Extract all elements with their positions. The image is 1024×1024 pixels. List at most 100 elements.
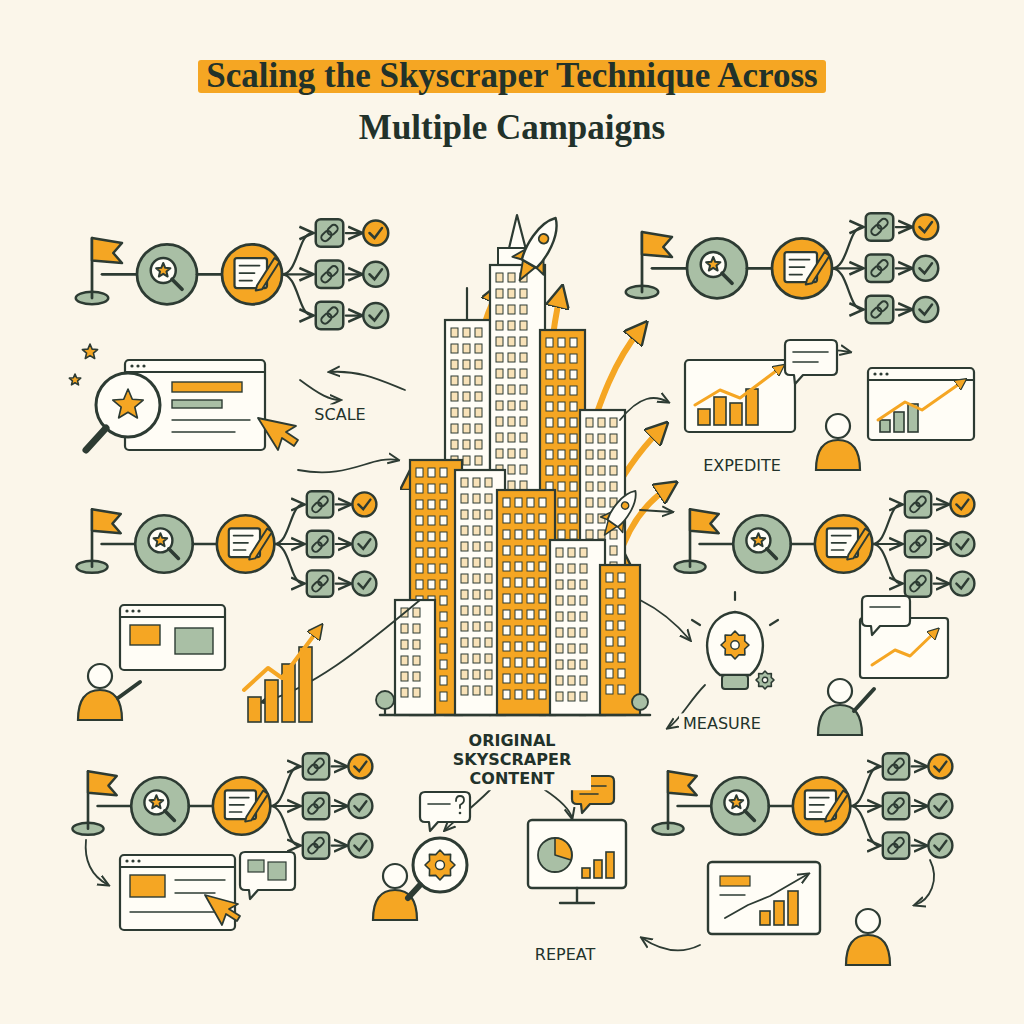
link-box	[905, 570, 931, 596]
check-mark	[934, 801, 946, 811]
chart-bar	[299, 647, 312, 722]
window	[416, 516, 423, 525]
document-line	[240, 265, 260, 267]
link-loop	[317, 495, 330, 508]
browser-frame	[120, 605, 225, 670]
window	[416, 532, 423, 541]
pencil-icon	[806, 252, 830, 285]
window	[428, 484, 435, 493]
window	[440, 692, 447, 701]
link-box	[303, 753, 329, 779]
window	[485, 606, 492, 615]
link-icon	[870, 217, 889, 236]
window	[461, 542, 468, 551]
window	[558, 370, 565, 379]
flow-arrow	[640, 600, 690, 640]
branch-line	[332, 845, 346, 847]
window	[503, 642, 510, 651]
link-icon	[887, 836, 906, 855]
document-line	[790, 259, 810, 261]
window	[568, 596, 575, 605]
magnifier-handle	[408, 885, 420, 898]
link-loop	[320, 312, 333, 325]
link-box	[905, 531, 931, 557]
window	[515, 530, 522, 539]
chart-bar	[582, 868, 590, 878]
flow-arrow	[545, 790, 572, 818]
check-mark	[956, 539, 968, 549]
branch-line	[332, 805, 346, 807]
document-line	[240, 272, 255, 274]
window	[413, 656, 420, 665]
check-mark	[354, 801, 366, 811]
window	[496, 273, 503, 282]
check-circle	[363, 303, 388, 328]
branch-line	[896, 226, 911, 228]
link-icon	[320, 223, 339, 242]
check-mark	[920, 263, 933, 273]
check-mark	[354, 762, 366, 772]
branch-line	[336, 543, 350, 545]
window	[586, 498, 593, 507]
window	[568, 676, 575, 685]
rocket-window	[620, 501, 630, 511]
window	[503, 562, 510, 571]
window	[606, 605, 613, 614]
link-box	[316, 302, 344, 330]
window	[485, 558, 492, 567]
window	[475, 408, 482, 417]
chart-bar	[760, 911, 770, 925]
tree-trunk	[384, 709, 386, 715]
document-line	[790, 266, 805, 268]
link-icon	[909, 495, 928, 514]
bubble-outline	[785, 340, 837, 384]
check-mark	[920, 305, 933, 315]
window	[515, 626, 522, 635]
bulb-base	[722, 675, 748, 689]
link-box	[866, 296, 894, 324]
building	[395, 600, 435, 715]
content-circle	[815, 515, 873, 573]
tree	[632, 694, 648, 710]
window	[473, 590, 480, 599]
link-loop	[876, 300, 889, 313]
branch-line	[912, 805, 926, 807]
trend-line	[872, 632, 935, 665]
link-icon	[320, 306, 339, 325]
gear-hole	[731, 641, 739, 649]
research-circle	[711, 777, 769, 835]
link-box	[905, 491, 931, 517]
window	[461, 574, 468, 583]
window	[485, 542, 492, 551]
content-circle	[772, 238, 832, 298]
window	[473, 622, 480, 631]
link-icon	[909, 535, 928, 554]
window	[610, 466, 617, 475]
person-head	[88, 664, 112, 688]
link-loop	[326, 306, 339, 319]
window	[527, 626, 534, 635]
window	[539, 626, 546, 635]
research-circle	[135, 515, 193, 573]
window	[546, 434, 553, 443]
window	[416, 564, 423, 573]
skyscraper-cluster	[376, 215, 650, 715]
link-box	[866, 255, 894, 283]
link-loop	[909, 541, 922, 554]
browser-dot	[136, 364, 139, 367]
check-circle	[928, 834, 952, 858]
window	[539, 530, 546, 539]
window	[570, 338, 577, 347]
window	[520, 417, 527, 426]
window	[515, 658, 522, 667]
speech-bubble	[862, 596, 910, 635]
building	[550, 540, 605, 715]
window	[618, 605, 625, 614]
monitor-frame	[708, 862, 820, 934]
building-body	[497, 490, 555, 715]
window	[428, 516, 435, 525]
gear-icon	[756, 671, 774, 689]
step-label: EXPEDITE	[699, 455, 785, 476]
window	[570, 402, 577, 411]
window	[451, 392, 458, 401]
